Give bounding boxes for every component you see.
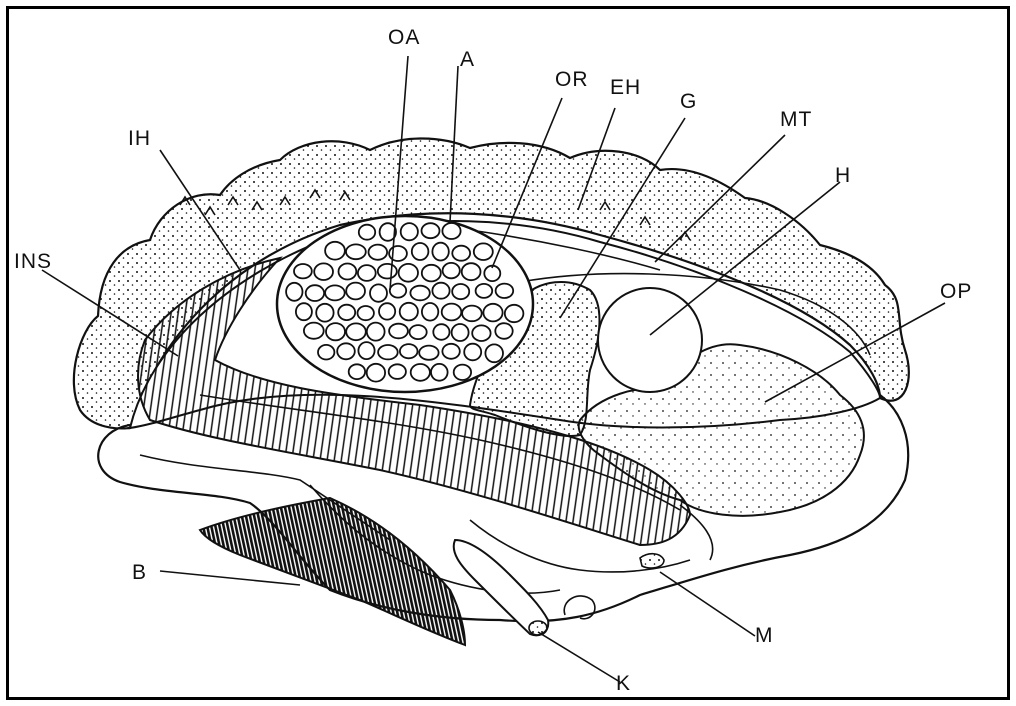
cell [367,364,385,382]
cell [483,304,502,322]
cell [369,245,388,260]
cell [472,325,490,341]
cell [431,364,448,381]
b-structure [200,498,465,645]
cell [443,263,460,278]
cell [400,344,418,358]
cell [476,284,493,298]
cell [433,324,449,340]
cell [454,365,471,380]
cell [496,284,514,298]
cell [316,304,333,322]
cell [432,283,449,299]
cell [367,323,385,341]
cell [337,343,355,359]
oa-cellular-body [277,216,533,392]
leader-m [660,572,755,636]
cell [378,345,398,359]
leader-k [538,632,620,682]
cell [326,323,345,340]
cell [422,303,438,321]
cell [306,285,324,301]
cell [442,304,462,321]
label-b: B [132,561,147,584]
label-op: OP [940,280,972,303]
cell [419,346,438,360]
cell [401,223,418,240]
cell [359,225,375,240]
cell [389,324,408,339]
cell [462,306,482,322]
cell [339,264,357,280]
cell [422,223,440,238]
cell [464,344,481,361]
cell [452,246,470,261]
cell [346,244,366,259]
cell [296,303,312,320]
label-h: H [835,164,851,187]
cell [485,344,503,362]
leader-b [160,571,300,585]
cell [318,345,334,360]
label-m: M [755,624,774,647]
label-ih: IH [128,127,151,150]
label-a: A [460,48,475,71]
cell [379,303,395,319]
cell [442,223,460,239]
cell [422,265,441,282]
cell [410,286,429,301]
label-eh: EH [610,76,641,99]
cell [349,364,365,379]
cell [474,243,493,260]
cell [286,283,302,301]
label-mt: MT [780,108,812,131]
cell [389,364,406,379]
cell [399,264,418,282]
cell [358,306,374,320]
cell [346,283,365,300]
cell [358,265,376,281]
cell [452,284,469,299]
m-structure [640,554,664,568]
cell [294,264,312,278]
cell [462,263,481,280]
cell [452,324,469,341]
cell [325,242,345,260]
cell [495,323,512,339]
cell [378,264,397,279]
cell [304,323,324,339]
label-g: G [680,90,697,113]
label-ins: INS [14,250,52,273]
cell [411,364,430,381]
cell [325,285,345,300]
cell [442,344,459,359]
label-or: OR [555,68,589,91]
cell [338,305,355,320]
cell [412,243,429,260]
cell [410,325,427,339]
cell [346,323,366,340]
cell [400,303,418,321]
label-k: K [616,672,631,695]
cell [370,284,387,301]
cell [390,284,406,298]
cell [314,263,333,280]
h-structure [598,288,702,392]
cell [432,243,448,261]
label-oa: OA [388,26,420,49]
cell [505,305,524,322]
cell [358,342,374,359]
